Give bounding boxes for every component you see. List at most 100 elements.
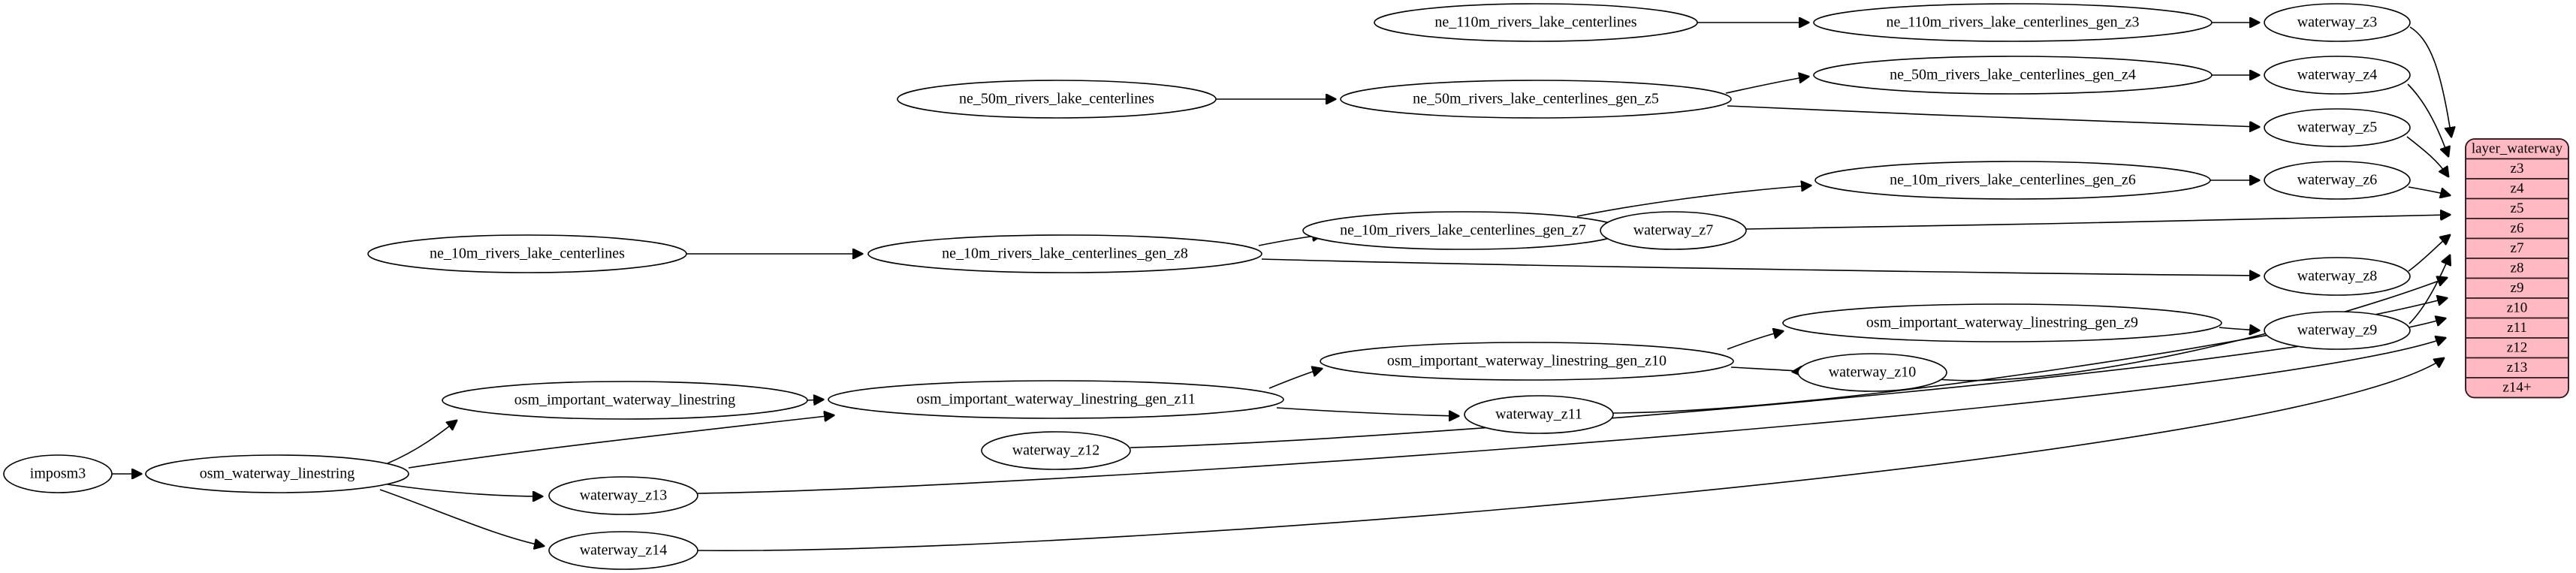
- node-ne10_z8[interactable]: ne_10m_rivers_lake_centerlines_gen_z8: [867, 234, 1262, 273]
- node-ellipse-imposm3: [3, 454, 113, 493]
- table-row-z8[interactable]: z8: [2466, 258, 2568, 279]
- table-row-z6-bg: [2466, 218, 2568, 240]
- node-ellipse-wz7: [1600, 211, 1747, 250]
- node-label-ne10: ne_10m_rivers_lake_centerlines: [430, 246, 625, 262]
- table-row-z11[interactable]: z11: [2466, 317, 2568, 339]
- node-osm_wl[interactable]: osm_waterway_linestring: [145, 454, 409, 493]
- node-ellipse-wz14: [548, 531, 698, 570]
- edge-osm_iwl_z11-to-osm_iwl_z10: [1268, 369, 1322, 389]
- node-label-osm_iwl_z11: osm_important_waterway_linestring_gen_z1…: [916, 391, 1195, 408]
- edge-ne50_z5-to-ne50_z4: [1725, 77, 1808, 94]
- node-ellipse-wz5: [2264, 108, 2411, 147]
- node-ne10_z6[interactable]: ne_10m_rivers_lake_centerlines_gen_z6: [1814, 161, 2211, 200]
- node-wz4[interactable]: waterway_z4: [2264, 56, 2411, 95]
- edge-wz5-to-table_z5: [2406, 136, 2448, 176]
- edge-wz8-to-table_z8: [2408, 235, 2450, 272]
- table-row-z14plus[interactable]: z14+: [2466, 377, 2568, 398]
- node-ellipse-wz12: [981, 431, 1131, 470]
- node-label-wz10: waterway_z10: [1829, 364, 1917, 381]
- node-wz6[interactable]: waterway_z6: [2264, 161, 2411, 200]
- node-wz14[interactable]: waterway_z14: [548, 531, 698, 570]
- table-row-z5[interactable]: z5: [2466, 198, 2568, 219]
- node-ne50[interactable]: ne_50m_rivers_lake_centerlines: [897, 80, 1217, 119]
- node-wz8[interactable]: waterway_z8: [2264, 257, 2411, 296]
- table-row-z6[interactable]: z6: [2466, 218, 2568, 240]
- table-row-z12[interactable]: z12: [2466, 337, 2568, 359]
- table-row-z14plus-bg: [2466, 377, 2568, 398]
- table-row-z7-bg: [2466, 237, 2568, 259]
- node-label-ne50: ne_50m_rivers_lake_centerlines: [959, 91, 1154, 107]
- node-wz3[interactable]: waterway_z3: [2264, 3, 2411, 42]
- table-row-z10[interactable]: z10: [2466, 297, 2568, 319]
- table-row-z12-bg: [2466, 337, 2568, 359]
- node-wz12[interactable]: waterway_z12: [981, 431, 1131, 470]
- table-row-z6-label: z6: [2511, 221, 2524, 237]
- table-row-z11-label: z11: [2507, 320, 2527, 336]
- node-label-ne110: ne_110m_rivers_lake_centerlines: [1434, 14, 1636, 31]
- node-label-osm_iwl_z9: osm_important_waterway_linestring_gen_z9: [1866, 315, 2138, 331]
- edge-osm_iwl_z9-to-wz9: [2219, 327, 2259, 330]
- node-osm_iwl_z11[interactable]: osm_important_waterway_linestring_gen_z1…: [828, 380, 1284, 419]
- table-row-z9-label: z9: [2511, 280, 2524, 296]
- node-label-wz11: waterway_z11: [1495, 406, 1582, 423]
- table-row-z4[interactable]: z4: [2466, 178, 2568, 200]
- node-ellipse-osm_iwl_z11: [828, 380, 1284, 419]
- node-osm_iwl_z9[interactable]: osm_important_waterway_linestring_gen_z9: [1782, 303, 2222, 342]
- table-row-z12-label: z12: [2507, 340, 2527, 356]
- node-imposm3[interactable]: imposm3: [3, 454, 113, 493]
- table-row-z4-label: z4: [2511, 181, 2524, 197]
- table-row-z9[interactable]: z9: [2466, 277, 2568, 299]
- table-header-layer-waterway[interactable]: layer_waterway: [2466, 139, 2568, 160]
- node-ne110[interactable]: ne_110m_rivers_lake_centerlines: [1374, 3, 1698, 42]
- node-ne50_z5[interactable]: ne_50m_rivers_lake_centerlines_gen_z5: [1340, 80, 1732, 119]
- node-osm_iwl_z10[interactable]: osm_important_waterway_linestring_gen_z1…: [1320, 342, 1734, 381]
- table-row-z3[interactable]: z3: [2466, 158, 2568, 179]
- node-ellipse-ne50: [897, 80, 1217, 119]
- node-ellipse-ne50_z5: [1340, 80, 1732, 119]
- node-ellipse-wz4: [2264, 56, 2411, 95]
- edge-osm_wl-to-osm_iwl: [387, 421, 457, 464]
- edge-osm_wl-to-wz14: [379, 489, 544, 546]
- node-label-ne110_z3: ne_110m_rivers_lake_centerlines_gen_z3: [1887, 14, 2140, 31]
- node-ellipse-ne10_z8: [867, 234, 1262, 273]
- node-ne10[interactable]: ne_10m_rivers_lake_centerlines: [367, 234, 687, 273]
- node-label-wz9: waterway_z9: [2297, 322, 2378, 339]
- edge-layer: [112, 23, 2451, 551]
- node-ellipse-ne110: [1374, 3, 1698, 42]
- node-layer: imposm3 osm_waterway_linestring osm_import…: [3, 3, 2411, 570]
- table-row-z13[interactable]: z13: [2466, 357, 2568, 378]
- node-label-ne10_z8: ne_10m_rivers_lake_centerlines_gen_z8: [942, 246, 1188, 262]
- node-label-ne10_z7: ne_10m_rivers_lake_centerlines_gen_z7: [1340, 222, 1586, 239]
- table-row-z7[interactable]: z7: [2466, 237, 2568, 259]
- node-wz13[interactable]: waterway_z13: [548, 476, 698, 515]
- edge-wz6-to-table_z6: [2408, 186, 2450, 195]
- node-label-osm_iwl_z10: osm_important_waterway_linestring_gen_z1…: [1387, 353, 1667, 369]
- node-label-osm_wl: osm_waterway_linestring: [200, 466, 355, 482]
- node-osm_iwl[interactable]: osm_important_waterway_linestring: [442, 381, 808, 420]
- node-ellipse-ne10_z6: [1814, 161, 2211, 200]
- node-label-wz4: waterway_z4: [2297, 67, 2378, 83]
- node-label-wz14: waterway_z14: [580, 542, 668, 559]
- node-label-ne50_z4: ne_50m_rivers_lake_centerlines_gen_z4: [1890, 67, 2136, 83]
- node-label-wz7: waterway_z7: [1633, 222, 1714, 239]
- table-row-z13-bg: [2466, 357, 2568, 378]
- edge-wz3-to-table_z3: [2409, 26, 2451, 137]
- edge-osm_iwl_z10-to-wz10: [1730, 367, 1796, 372]
- node-ellipse-wz10: [1797, 353, 1947, 392]
- node-ellipse-wz6: [2264, 161, 2411, 200]
- node-ellipse-wz9: [2264, 311, 2411, 350]
- edge-osm_iwl_z10-to-osm_iwl_z9: [1727, 331, 1783, 350]
- node-wz5[interactable]: waterway_z5: [2264, 108, 2411, 147]
- node-ne50_z4[interactable]: ne_50m_rivers_lake_centerlines_gen_z4: [1813, 56, 2213, 95]
- node-wz10[interactable]: waterway_z10: [1797, 353, 1947, 392]
- node-wz9[interactable]: waterway_z9: [2264, 311, 2411, 350]
- node-label-wz3: waterway_z3: [2297, 14, 2378, 31]
- node-wz7[interactable]: waterway_z7: [1600, 211, 1747, 250]
- node-wz11[interactable]: waterway_z11: [1464, 395, 1614, 434]
- node-ne110_z3[interactable]: ne_110m_rivers_lake_centerlines_gen_z3: [1813, 3, 2213, 42]
- node-ne10_z7[interactable]: ne_10m_rivers_lake_centerlines_gen_z7: [1302, 211, 1624, 250]
- table-row-z14plus-label: z14+: [2502, 380, 2531, 396]
- edge-ne10_z7-to-ne10_z6: [1576, 185, 1811, 217]
